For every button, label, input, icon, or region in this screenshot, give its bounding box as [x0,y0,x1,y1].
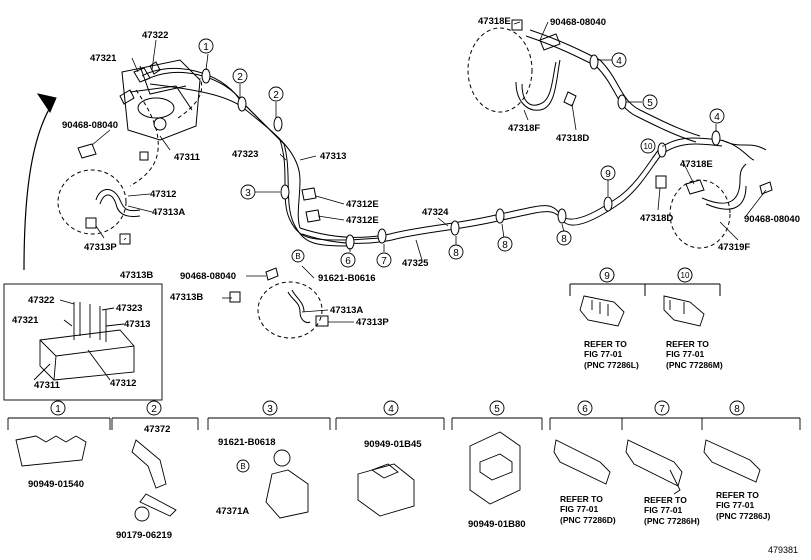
actuator-drawing [119,59,203,161]
callout-6: 6 [345,256,351,267]
refer9-l1: REFER TO [584,339,627,349]
figure-id: 479381 [768,545,798,555]
hose-assembly-left [57,169,141,245]
callout-10: 10 [644,142,653,151]
clamp-callout-8: 8 [734,404,740,415]
refer-box-9-10: 9 10 REFER TO FIG 77-01 (PNC 77286L) REF… [569,267,723,370]
clamp-callout-5: 5 [494,404,500,415]
label-90468-b: 90468-08040 [180,271,236,282]
inset-label-47311: 47311 [34,380,61,391]
label-47318D-r: 47318D [640,213,673,224]
callout-5: 5 [647,98,653,109]
clamp-callout-4: 4 [388,404,394,415]
callout-9-box: 9 [604,271,610,282]
refer10-l1: REFER TO [666,339,709,349]
label-47313P-2: 47313P [356,317,389,328]
label-47319F: 47319F [718,242,750,253]
callout-2: 2 [237,72,243,83]
label-91621: 91621-B0616 [318,273,376,284]
callout-7: 7 [381,256,387,267]
clamp-label-5: 90949-01B80 [468,519,526,530]
refer7-l2: FIG 77-01 [644,505,683,515]
hose-assembly-right [655,163,747,249]
refer8-l2: FIG 77-01 [716,500,755,510]
clamp-callout-1: 1 [55,404,61,415]
clamp-b-marker: B [240,462,245,471]
label-47318D-top: 47318D [556,133,589,144]
clamp-label-2a: 47372 [144,424,170,435]
label-47318E-top: 47318E [478,16,511,27]
clamp-label-1: 90949-01540 [28,479,84,490]
label-47312: 47312 [150,189,176,200]
label-47313: 47313 [320,151,346,162]
label-47313B-2: 47313B [170,292,203,303]
label-47318F: 47318F [508,123,540,134]
callout-9: 9 [605,169,611,180]
callout-1: 1 [203,42,209,53]
label-47312E-1: 47312E [346,199,379,210]
inset-label-47312: 47312 [110,378,136,389]
refer9-l3: (PNC 77286L) [584,360,639,370]
label-90468-c: 90468-08040 [550,17,606,28]
clamp-callout-6: 6 [582,404,588,415]
label-47313B: 47313B [120,270,153,281]
label-90468-a: 90468-08040 [62,120,118,131]
clamp-label-3b: 47371A [216,506,249,517]
label-47313A: 47313A [152,207,185,218]
clamp-label-4: 90949-01B45 [364,439,422,450]
hose-assembly-top [467,19,577,113]
clamp-callout-3: 3 [267,404,273,415]
callout-8b: 8 [502,240,508,251]
label-47318E-r: 47318E [680,159,713,170]
refer8-l1: REFER TO [716,490,759,500]
clamp-label-2b: 90179-06219 [116,530,172,541]
refer9-l2: FIG 77-01 [584,349,623,359]
clamp-callout-2: 2 [151,404,157,415]
label-47311: 47311 [174,152,201,163]
inset-label-47322: 47322 [28,295,54,306]
label-47323: 47323 [232,149,258,160]
refer10-l3: (PNC 77286M) [666,360,723,370]
b-marker: B [295,252,300,261]
inset-label-47323: 47323 [116,303,142,314]
clamp-row [7,417,801,522]
label-47322: 47322 [142,30,168,41]
callout-2b: 2 [273,90,279,101]
label-47321: 47321 [90,53,117,64]
brake-tube-rear [299,29,767,244]
label-47312E-2: 47312E [346,215,379,226]
callout-8c: 8 [561,234,567,245]
callout-4b: 4 [714,112,720,123]
label-47324: 47324 [422,207,449,218]
refer7-l3: (PNC 77286H) [644,516,700,526]
callout-10-box: 10 [681,271,690,280]
clamp-callout-7: 7 [659,404,665,415]
callout-8a: 8 [453,248,459,259]
refer6-l2: FIG 77-01 [560,504,599,514]
refer10-l2: FIG 77-01 [666,349,705,359]
inset-box: 47322 47323 47321 47313 47311 47312 [3,283,163,401]
label-90468-d: 90468-08040 [744,214,800,225]
label-47325: 47325 [402,258,429,269]
inset-label-47321: 47321 [12,315,39,326]
clamp-label-3a: 91621-B0618 [218,437,276,448]
inset-label-47313: 47313 [124,319,150,330]
callout-3: 3 [245,188,251,199]
refer7-l1: REFER TO [644,495,687,505]
hose-assembly-lower [229,281,329,339]
refer6-l3: (PNC 77286D) [560,515,616,525]
callout-4: 4 [616,56,622,67]
refer8-l3: (PNC 77286J) [716,511,771,521]
label-47313P: 47313P [84,242,117,253]
label-47313A-2: 47313A [330,305,363,316]
refer6-l1: REFER TO [560,494,603,504]
